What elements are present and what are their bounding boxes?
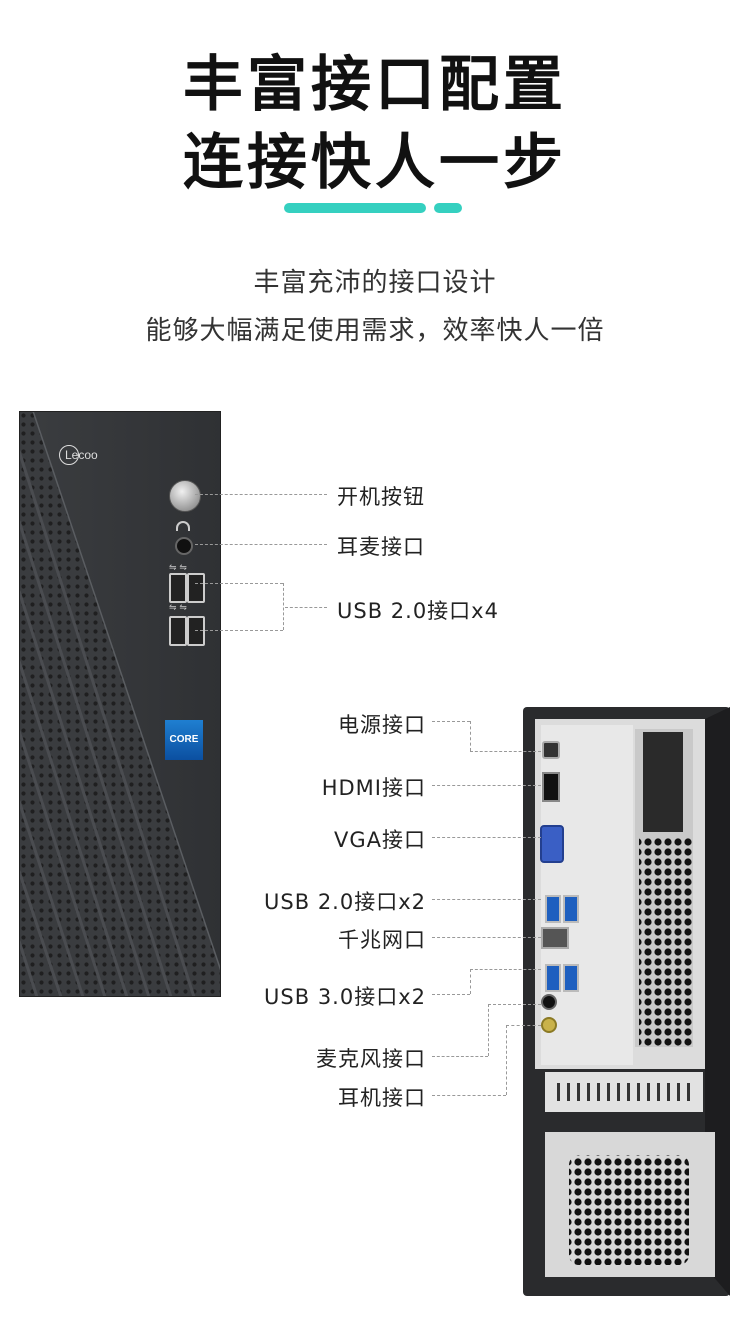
- leader-rear-power-b: [470, 721, 471, 751]
- headset-jack[interactable]: [175, 537, 193, 555]
- title-line-2: 连接快人一步: [183, 128, 567, 198]
- label-rear-usb2: USB 2.0接口x2: [264, 890, 426, 914]
- subtitle-line-1: 丰富充沛的接口设计: [253, 268, 497, 298]
- label-headset-port: 耳麦接口: [337, 535, 425, 559]
- vga-port[interactable]: [540, 825, 564, 863]
- label-rear-headphone: 耳机接口: [338, 1086, 426, 1110]
- accent-bar-long: [284, 203, 426, 213]
- usb2-port-1[interactable]: [545, 895, 561, 923]
- leader-rear-lan: [432, 937, 541, 938]
- leader-rear-hdmi: [432, 785, 541, 786]
- label-rear-vga: VGA接口: [333, 828, 426, 852]
- usb-port-4[interactable]: [187, 616, 205, 646]
- lecoo-logo: Lecoo: [59, 445, 98, 465]
- mic-jack[interactable]: [541, 994, 557, 1010]
- label-front-usb: USB 2.0接口x4: [337, 599, 499, 623]
- usb-icon: ⇋ ⇋: [169, 563, 187, 573]
- usb3-port-2[interactable]: [563, 964, 579, 992]
- label-rear-mic: 麦克风接口: [316, 1047, 426, 1071]
- leader-rear-mic-b: [488, 1004, 489, 1056]
- leader-line-power: [195, 494, 327, 495]
- label-rear-lan: 千兆网口: [338, 928, 426, 952]
- usb2-port-2[interactable]: [563, 895, 579, 923]
- dc-power-jack[interactable]: [542, 741, 560, 759]
- usb-icon: ⇋ ⇋: [169, 603, 187, 613]
- leader-rear-power-c: [470, 751, 541, 752]
- leader-rear-usb3-b: [470, 969, 471, 994]
- label-rear-hdmi: HDMI接口: [321, 776, 426, 800]
- leader-rear-mic-c: [488, 1004, 541, 1005]
- leader-line-headset: [195, 544, 327, 545]
- title-line-1: 丰富接口配置: [183, 50, 567, 120]
- leader-rear-usb2: [432, 899, 541, 900]
- usb3-port-1[interactable]: [545, 964, 561, 992]
- leader-rear-headphone-a: [432, 1095, 506, 1096]
- leader-line-usb-top: [195, 583, 283, 584]
- pc-rear-panel: [523, 707, 730, 1296]
- leader-line-usb-out: [285, 607, 327, 608]
- leader-rear-headphone-b: [506, 1025, 507, 1095]
- pc-front-panel: Lecoo ⇋ ⇋ ⇋ ⇋ CORE: [19, 411, 221, 997]
- hdmi-port[interactable]: [542, 772, 560, 802]
- leader-line-usb-vertical: [283, 583, 284, 630]
- cpu-badge: CORE: [165, 720, 203, 760]
- leader-line-usb-bottom: [195, 630, 283, 631]
- usb-port-2[interactable]: [187, 573, 205, 603]
- power-button[interactable]: [169, 480, 201, 512]
- usb-port-1[interactable]: [169, 573, 187, 603]
- lan-port[interactable]: [541, 927, 569, 949]
- accent-bar-short: [434, 203, 462, 213]
- usb-port-3[interactable]: [169, 616, 187, 646]
- leader-rear-usb3-a: [432, 994, 470, 995]
- leader-rear-vga: [432, 837, 541, 838]
- subtitle-line-2: 能够大幅满足使用需求，效率快人一倍: [145, 316, 605, 346]
- label-power-button: 开机按钮: [337, 485, 425, 509]
- headphone-jack[interactable]: [541, 1017, 557, 1033]
- brand-text: Lecoo: [65, 448, 98, 462]
- leader-rear-power-a: [432, 721, 470, 722]
- leader-rear-usb3-c: [470, 969, 541, 970]
- label-rear-power: 电源接口: [338, 713, 426, 737]
- headset-icon: [176, 521, 190, 531]
- label-rear-usb3: USB 3.0接口x2: [264, 985, 426, 1009]
- leader-rear-mic-a: [432, 1056, 488, 1057]
- leader-rear-headphone-c: [506, 1025, 541, 1026]
